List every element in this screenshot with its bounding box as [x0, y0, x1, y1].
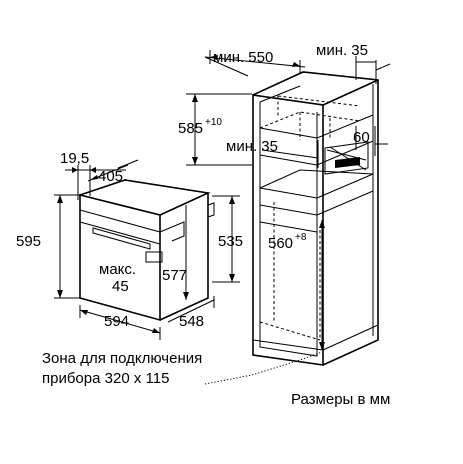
label-548: 548: [179, 313, 204, 330]
label-594: 594: [104, 313, 129, 330]
label-min-35-top: мин. 35: [316, 42, 368, 59]
label-60: 60: [353, 129, 370, 146]
connection-zone-line2: прибора 320 x 115: [42, 370, 169, 387]
connection-zone-line1: Зона для подключения: [42, 350, 202, 367]
label-405: 405: [98, 168, 123, 185]
label-max: макс.: [99, 261, 136, 278]
labels: мин. 550 мин. 35 585 +10 мин. 35 60 19,5…: [16, 42, 390, 408]
label-max-value: 45: [112, 278, 129, 295]
label-595: 595: [16, 233, 41, 250]
units-note: Размеры в мм: [291, 391, 390, 408]
connection-zone-leader: [204, 351, 323, 385]
dimension-lines: [54, 50, 391, 350]
label-560: 560: [268, 235, 293, 252]
label-min-550: мин. 550: [213, 49, 273, 66]
label-585: 585: [178, 120, 203, 137]
label-19-5: 19,5: [60, 150, 89, 167]
label-min-35-mid: мин. 35: [226, 138, 278, 155]
label-560-tolerance: +8: [295, 232, 307, 243]
cabinet-drawing: [252, 71, 379, 366]
label-585-tolerance: +10: [205, 117, 222, 128]
label-577: 577: [162, 267, 187, 284]
oven-drawing: [79, 179, 215, 322]
label-535: 535: [218, 233, 243, 250]
